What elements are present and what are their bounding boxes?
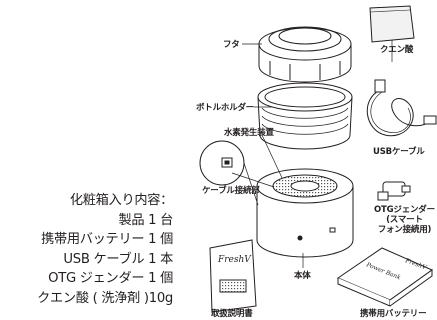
label-body: 本体 — [294, 271, 311, 281]
bottle-holder-icon — [257, 82, 353, 150]
leader-lines — [231, 36, 393, 268]
label-battery: 携帯用バッテリー — [360, 309, 427, 319]
box-contents-item: クエン酸 ( 洗浄剤 )10g — [37, 290, 173, 306]
body-unit-icon — [256, 168, 354, 258]
manual-brand-text: FreshV — [217, 255, 252, 265]
label-bottle-holder: ボトルホルダー — [196, 103, 255, 113]
box-contents-item: USB ケーブル 1 本 — [63, 251, 173, 267]
cable-port-zoom-icon — [199, 140, 259, 206]
otg-gender-icon — [377, 181, 411, 201]
label-generator: 水素発生装置 — [224, 128, 274, 138]
lid-icon — [258, 26, 352, 83]
label-otg-gender: OTGジェンダー (スマート フォン接続用) — [374, 205, 435, 235]
box-contents-item: 製品 1 台 — [118, 212, 173, 228]
manual-icon — [209, 239, 257, 313]
usb-cable-icon — [366, 79, 437, 137]
label-cable-port: ケーブル接続部 — [202, 186, 260, 196]
citric-acid-packet-icon — [369, 5, 415, 43]
label-citric-acid: クエン酸 — [380, 45, 414, 55]
box-contents-title: 化粧箱入り内容： — [69, 193, 173, 208]
box-contents-list: 化粧箱入り内容： 製品 1 台 携帯用バッテリー 1 個 USB ケーブル 1 … — [37, 191, 173, 309]
label-manual: 取扱説明書 — [211, 309, 253, 319]
label-lid: フタ — [223, 40, 240, 50]
label-usb-cable: USBケーブル — [373, 147, 425, 157]
box-contents-item: OTG ジェンダー 1 個 — [48, 271, 173, 287]
box-contents-item: 携帯用バッテリー 1 個 — [41, 232, 173, 248]
battery-icon — [336, 247, 434, 307]
